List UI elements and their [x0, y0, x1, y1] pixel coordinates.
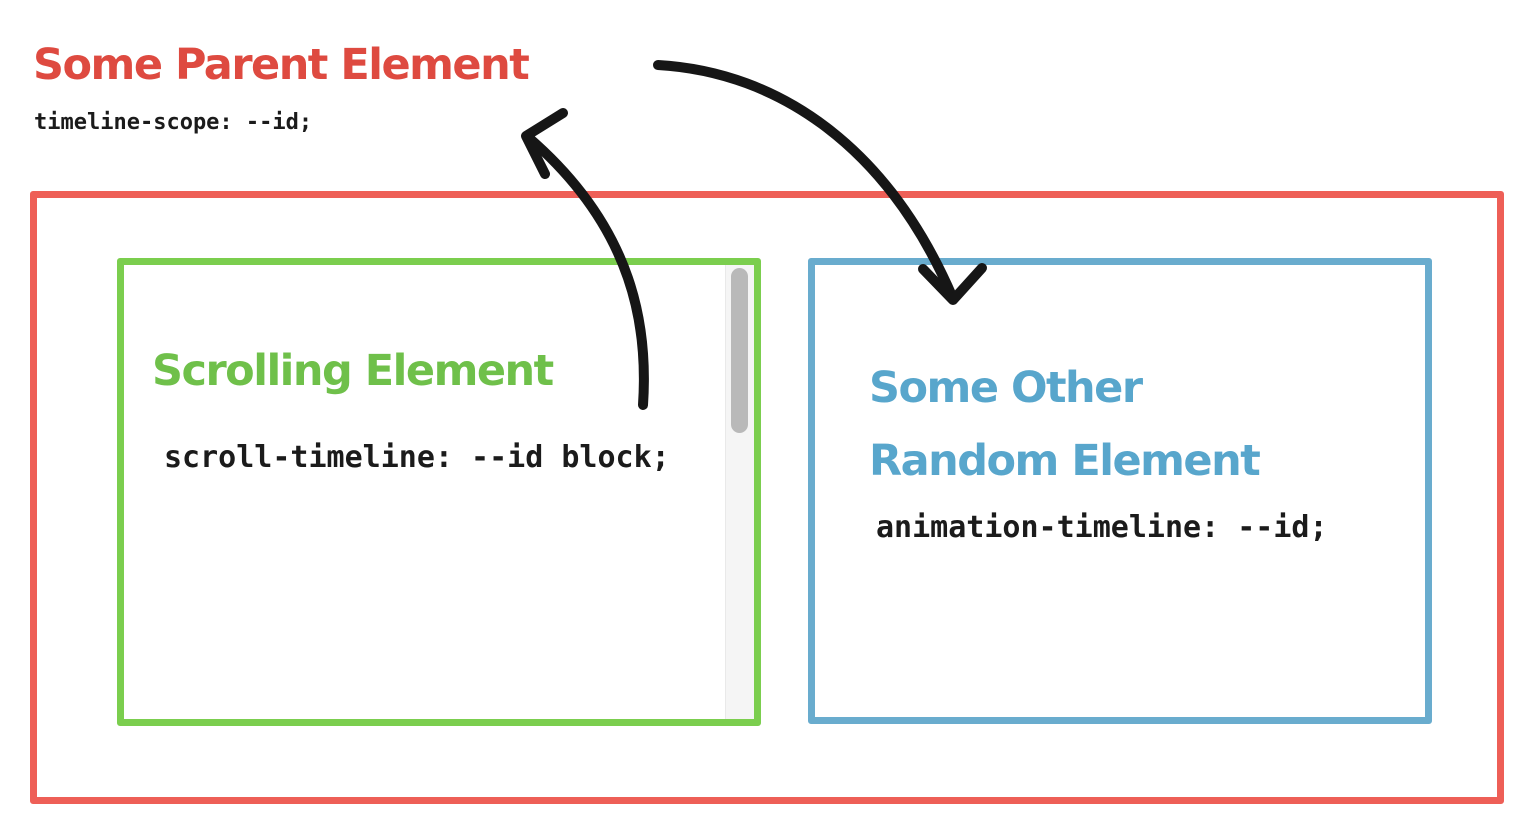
other-element-title-line2: Random Element	[869, 436, 1261, 486]
scrollbar-track[interactable]	[725, 265, 754, 719]
other-element-box	[808, 258, 1432, 724]
scrolling-element-box	[117, 258, 761, 726]
other-element-title-line1: Some Other	[869, 363, 1143, 413]
scrolling-element-title: Scrolling Element	[152, 346, 554, 396]
other-element-code: animation-timeline: --id;	[876, 510, 1328, 545]
scrolling-element-code: scroll-timeline: --id block;	[164, 440, 670, 475]
other-element-title: Some Other Random Element	[869, 352, 1261, 498]
parent-element-code: timeline-scope: --id;	[34, 110, 313, 135]
parent-element-title: Some Parent Element	[33, 40, 530, 90]
scrollbar-thumb[interactable]	[731, 268, 748, 433]
